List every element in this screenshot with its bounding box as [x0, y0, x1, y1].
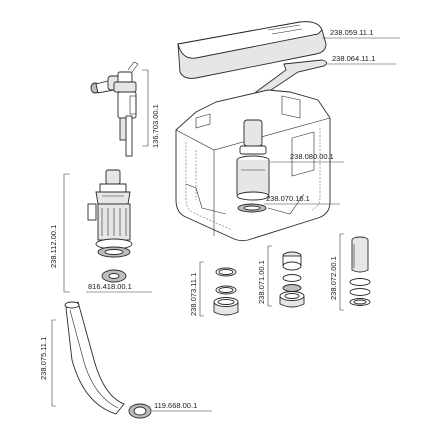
fill-valve-bracket: [142, 69, 149, 147]
pipe-cuff: [128, 403, 152, 419]
flush-valve-bracket: [63, 173, 70, 293]
label-seal-set-b: 238.071.00.1: [257, 260, 266, 304]
flush-valve: [87, 169, 133, 258]
label-seal-set-a: 238.073.11.1: [189, 273, 198, 316]
seal-set-a-bracket: [199, 261, 204, 317]
label-seal-set-c: 238.072.00.1: [329, 256, 338, 300]
label-cuff: 119.668.00.1: [154, 401, 197, 410]
label-gasket: 816.418.00.1: [88, 282, 132, 291]
seal-set-b: [279, 251, 305, 308]
flush-pipe-bracket: [51, 319, 56, 407]
label-lever: 238.064.11.1: [332, 54, 375, 63]
label-cover: 238.059.11.1: [330, 28, 373, 37]
label-flush-valve: 238.112.00.1: [49, 225, 58, 268]
flush-valve-bell: [236, 119, 270, 213]
seal-set-b-bracket: [267, 245, 272, 307]
label-flush-pipe: 238.075.11.1: [39, 337, 48, 380]
seal-set-c-bracket: [339, 233, 344, 311]
flush-pipe: [64, 301, 125, 415]
label-seal-ring: 238.070.16.1: [266, 194, 310, 203]
seal-set-a: [213, 267, 239, 316]
cistern-cover: [177, 21, 327, 79]
flush-valve-gasket: [101, 269, 127, 283]
fill-valve: [90, 61, 139, 157]
label-bell: 238.080.00.1: [290, 152, 334, 161]
seal-set-c: [349, 236, 371, 306]
label-fill-valve: 136.703.00.1: [151, 104, 160, 148]
